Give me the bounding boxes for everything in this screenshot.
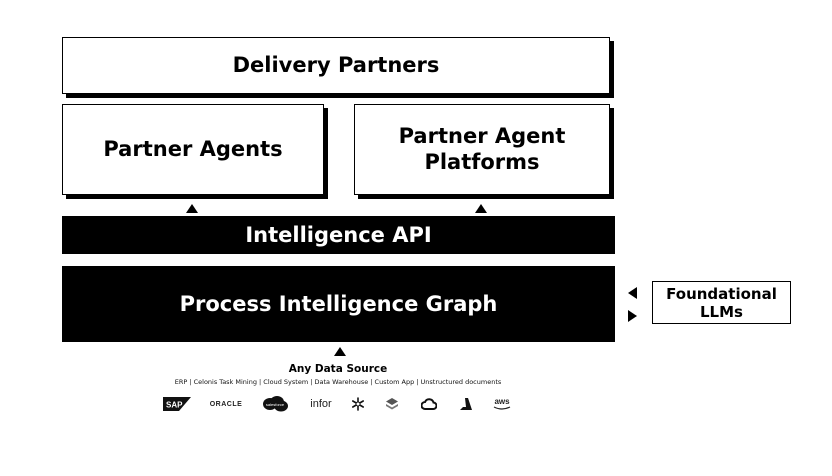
partner-agents-box: Partner Agents (62, 104, 324, 195)
delivery-partners-box: Delivery Partners (62, 37, 610, 94)
arrow-up-icon (334, 347, 346, 356)
sap-logo: SAP (162, 395, 192, 413)
partner-agent-platforms-box: Partner Agent Platforms (354, 104, 610, 195)
snowflake-icon (351, 397, 364, 411)
oracle-logo: ORACLE (209, 400, 243, 408)
layers-icon (386, 398, 398, 410)
process-intelligence-graph-bar: Process Intelligence Graph (62, 266, 615, 342)
foundational-llms-label: Foundational LLMs (666, 284, 777, 321)
snowflake-logo (350, 395, 366, 413)
salesforce-logo: salesforce (260, 395, 290, 413)
data-source-logos: SAP ORACLE salesforce infor (160, 393, 520, 415)
arrow-up-icon (475, 204, 487, 213)
intelligence-api-label: Intelligence API (245, 223, 432, 247)
aws-logo: aws (490, 395, 514, 413)
data-source-title: Any Data Source (288, 363, 388, 375)
intelligence-api-bar: Intelligence API (62, 216, 615, 254)
azure-icon (460, 398, 472, 410)
svg-text:salesforce: salesforce (266, 402, 285, 407)
salesforce-cloud-icon: salesforce (263, 396, 288, 412)
arrow-left-icon (628, 287, 637, 299)
partner-agent-platforms-label: Partner Agent Platforms (398, 124, 566, 174)
sap-logo-shape: SAP (163, 397, 191, 411)
layers-logo (384, 395, 400, 413)
arrow-right-icon (628, 310, 637, 322)
arrow-up-icon (186, 204, 198, 213)
partner-agents-label: Partner Agents (103, 136, 283, 161)
svg-text:SAP: SAP (166, 401, 183, 410)
data-source-subtitle: ERP | Celonis Task Mining | Cloud System… (174, 378, 502, 386)
foundational-llms-box: Foundational LLMs (652, 281, 791, 324)
azure-logo (458, 395, 474, 413)
svg-text:aws: aws (494, 397, 510, 406)
aws-icon: aws (493, 397, 511, 410)
delivery-partners-label: Delivery Partners (232, 52, 440, 77)
process-intelligence-graph-label: Process Intelligence Graph (179, 292, 498, 316)
google-cloud-icon (421, 398, 437, 410)
infor-logo: infor (310, 398, 332, 410)
google-cloud-logo (420, 395, 438, 413)
